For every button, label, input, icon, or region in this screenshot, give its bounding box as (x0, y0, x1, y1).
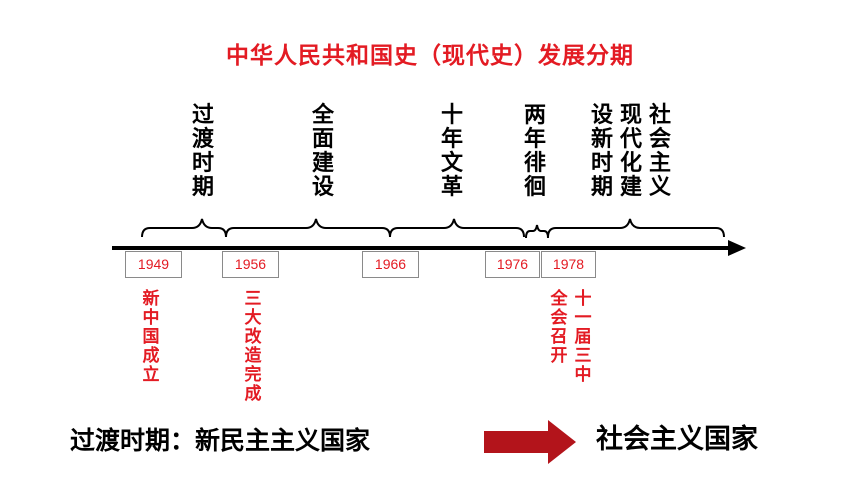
bottom-right-statement: 社会主义国家 (596, 424, 758, 455)
brace-modernization (547, 218, 725, 238)
year-box-1976: 1976 (485, 251, 540, 278)
bottom-left-statement: 过渡时期：新民主主义国家 (70, 426, 371, 455)
brace-transition (141, 218, 227, 238)
transition-arrow (484, 420, 576, 464)
brace-wandering (525, 224, 549, 239)
year-box-1966: 1966 (362, 251, 419, 278)
period-transition-label: 过渡时期 (191, 103, 214, 200)
page-title: 中华人民共和国史（现代史）发展分期 (226, 43, 634, 69)
event-plenum-label-col2: 全会召开 (550, 289, 568, 366)
year-box-1949: 1949 (125, 251, 182, 278)
event-founding-label: 新中国成立 (142, 289, 160, 385)
brace-cultural-revolution (389, 218, 525, 238)
timeline-arrowhead (728, 240, 746, 256)
period-modernization-label-col2: 现代化建 (619, 103, 642, 200)
period-construction-label: 全面建设 (311, 103, 334, 200)
year-box-1956: 1956 (222, 251, 279, 278)
period-modernization-label-col3: 设新时期 (590, 103, 613, 200)
event-plenum-label-col1: 十一届三中 (574, 289, 592, 385)
year-box-1978: 1978 (541, 251, 596, 278)
period-modernization-label-col1: 社会主义 (648, 103, 671, 200)
period-cultural-revolution-label: 十年文革 (440, 103, 463, 200)
brace-construction (225, 218, 391, 238)
period-wandering-label: 两年徘徊 (523, 103, 546, 200)
event-transformation-label: 三大改造完成 (244, 289, 262, 404)
